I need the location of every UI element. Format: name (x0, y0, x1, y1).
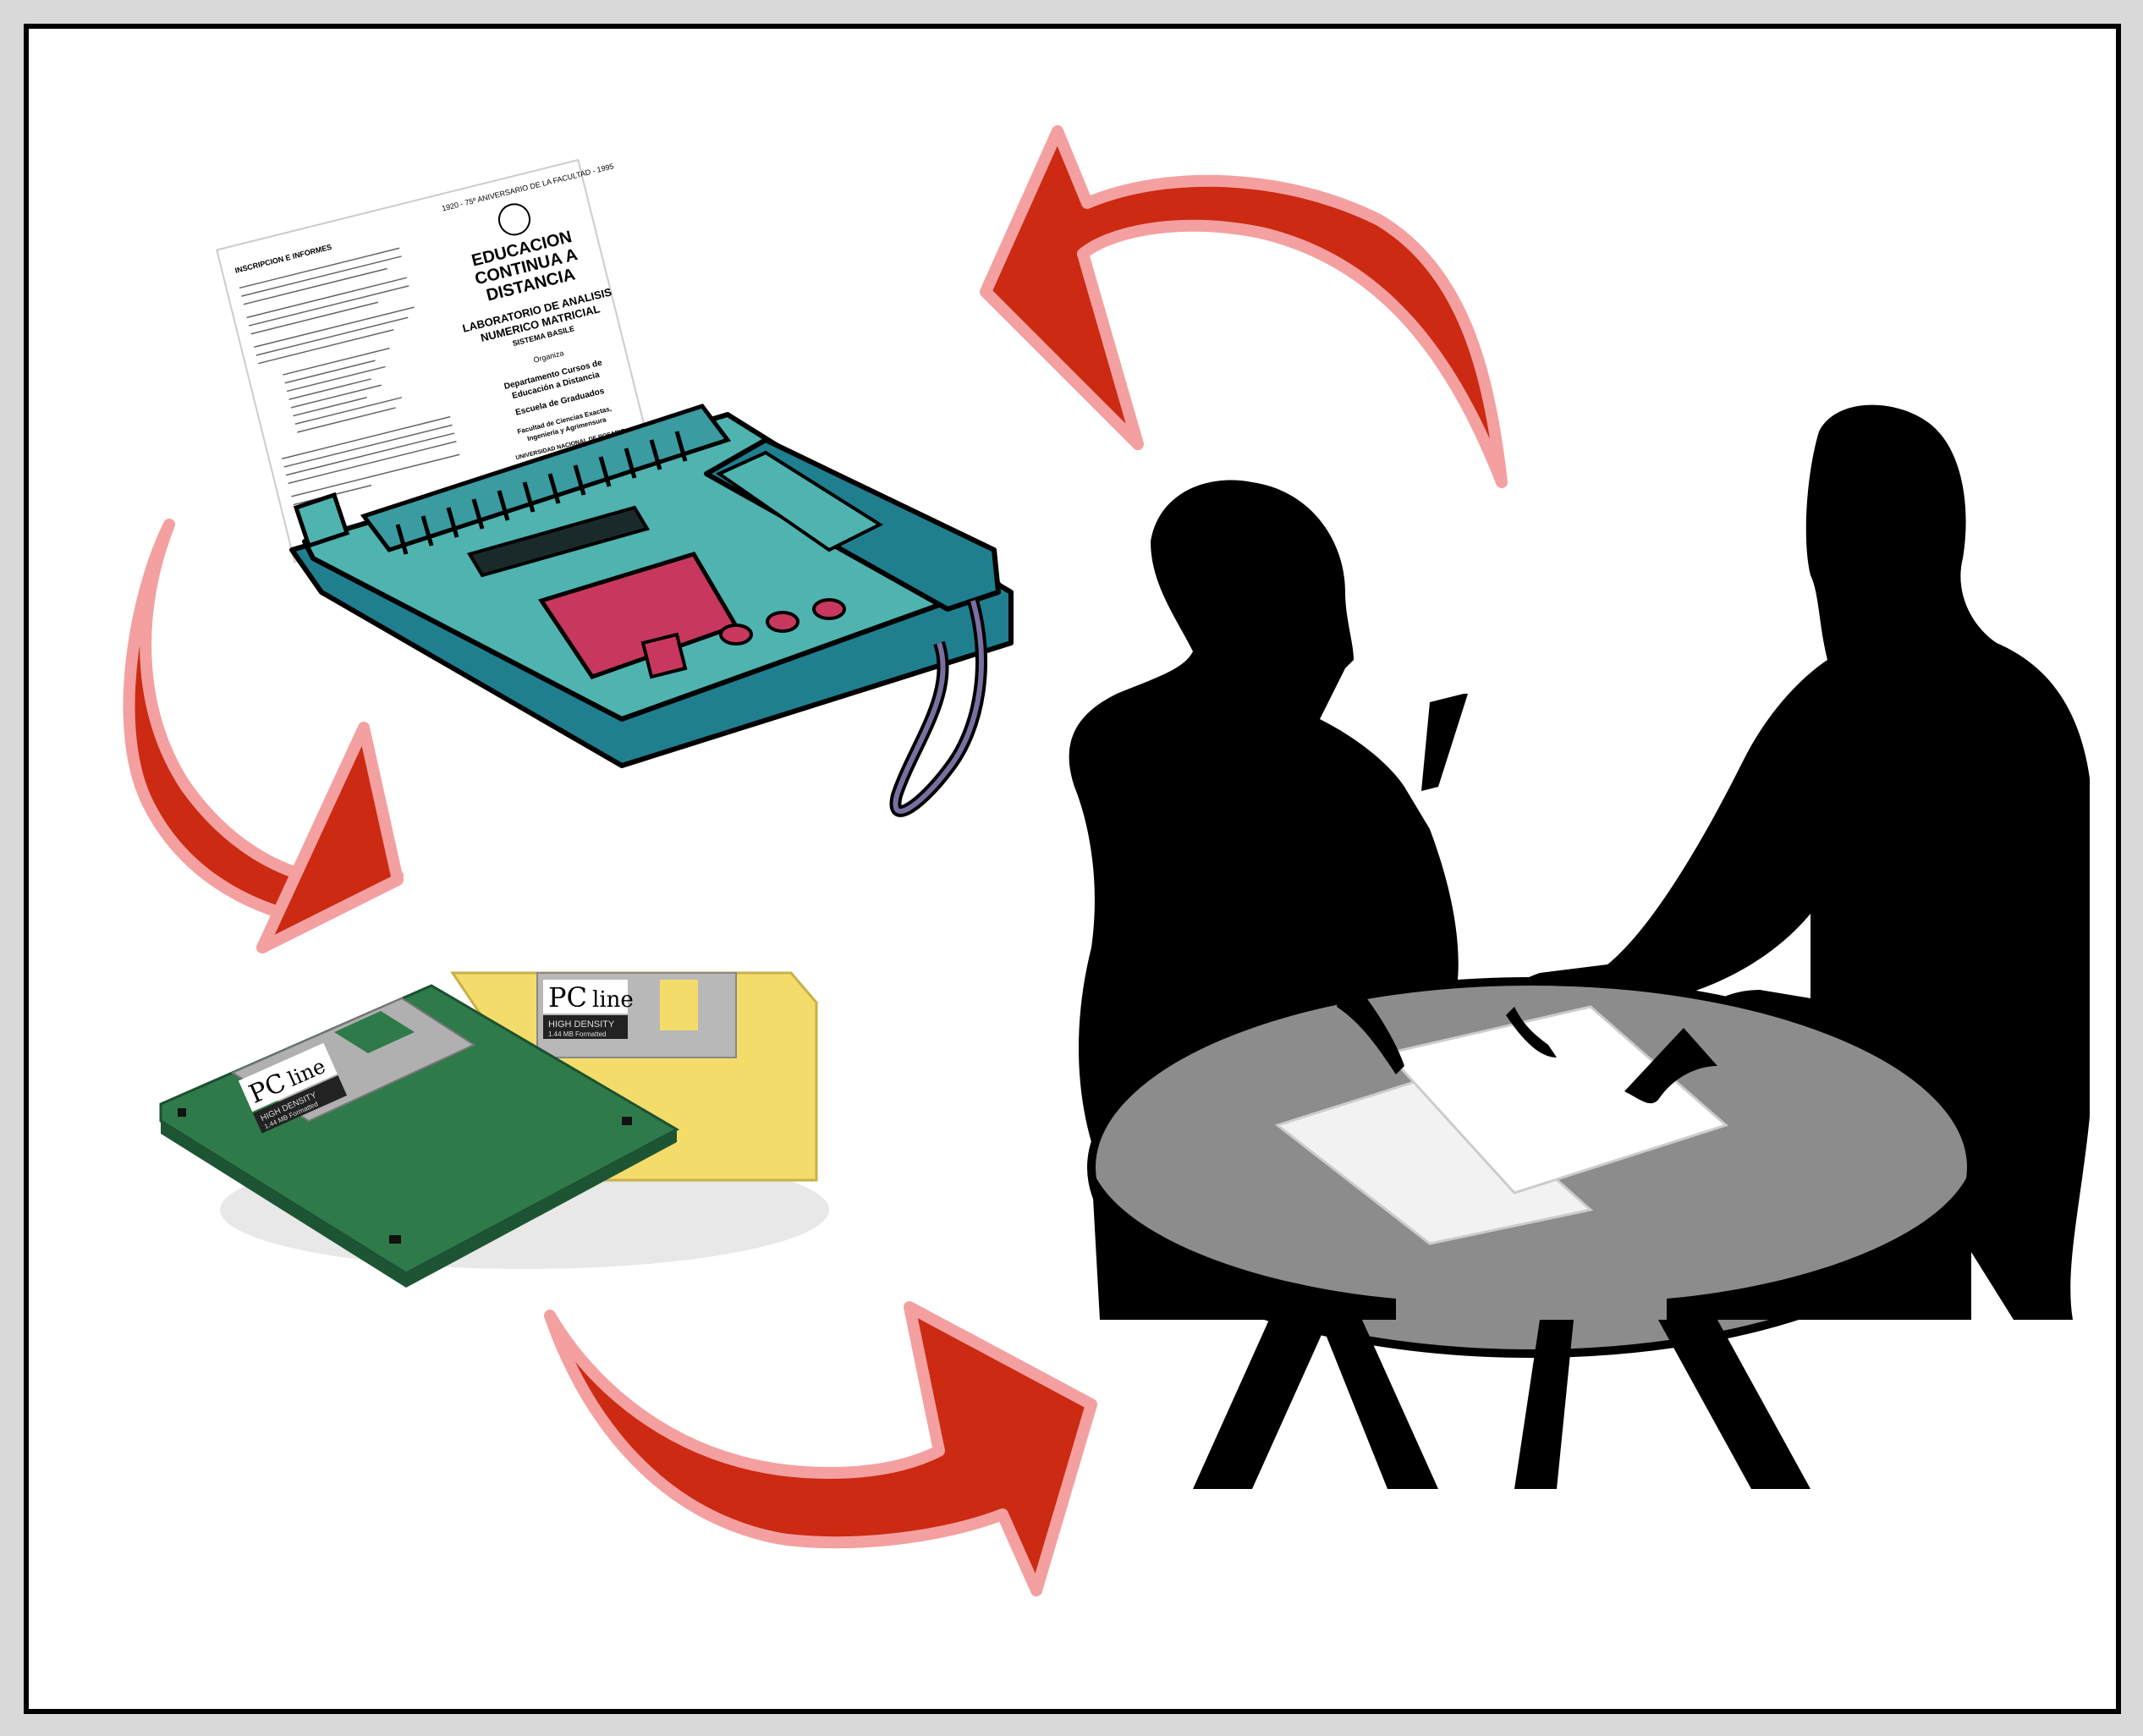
disk-capacity: 1.44 MB Formatted (548, 1030, 606, 1038)
disk-brand-pc: PC (548, 981, 587, 1014)
cycle-arrow-icon (986, 131, 1502, 482)
disk-density: HIGH DENSITY (548, 1019, 615, 1030)
meeting-silhouette-icon (1069, 405, 2090, 1489)
disk-brand-line: line (592, 987, 634, 1013)
fax-machine-icon: 1920 - 75º ANIVERSARIO DE LA FACULTAD - … (217, 152, 1011, 811)
cycle-arrow-icon (550, 1307, 1091, 1590)
floppy-disks-icon: PC line HIGH DENSITY 1.44 MB Formatted P… (161, 973, 829, 1288)
